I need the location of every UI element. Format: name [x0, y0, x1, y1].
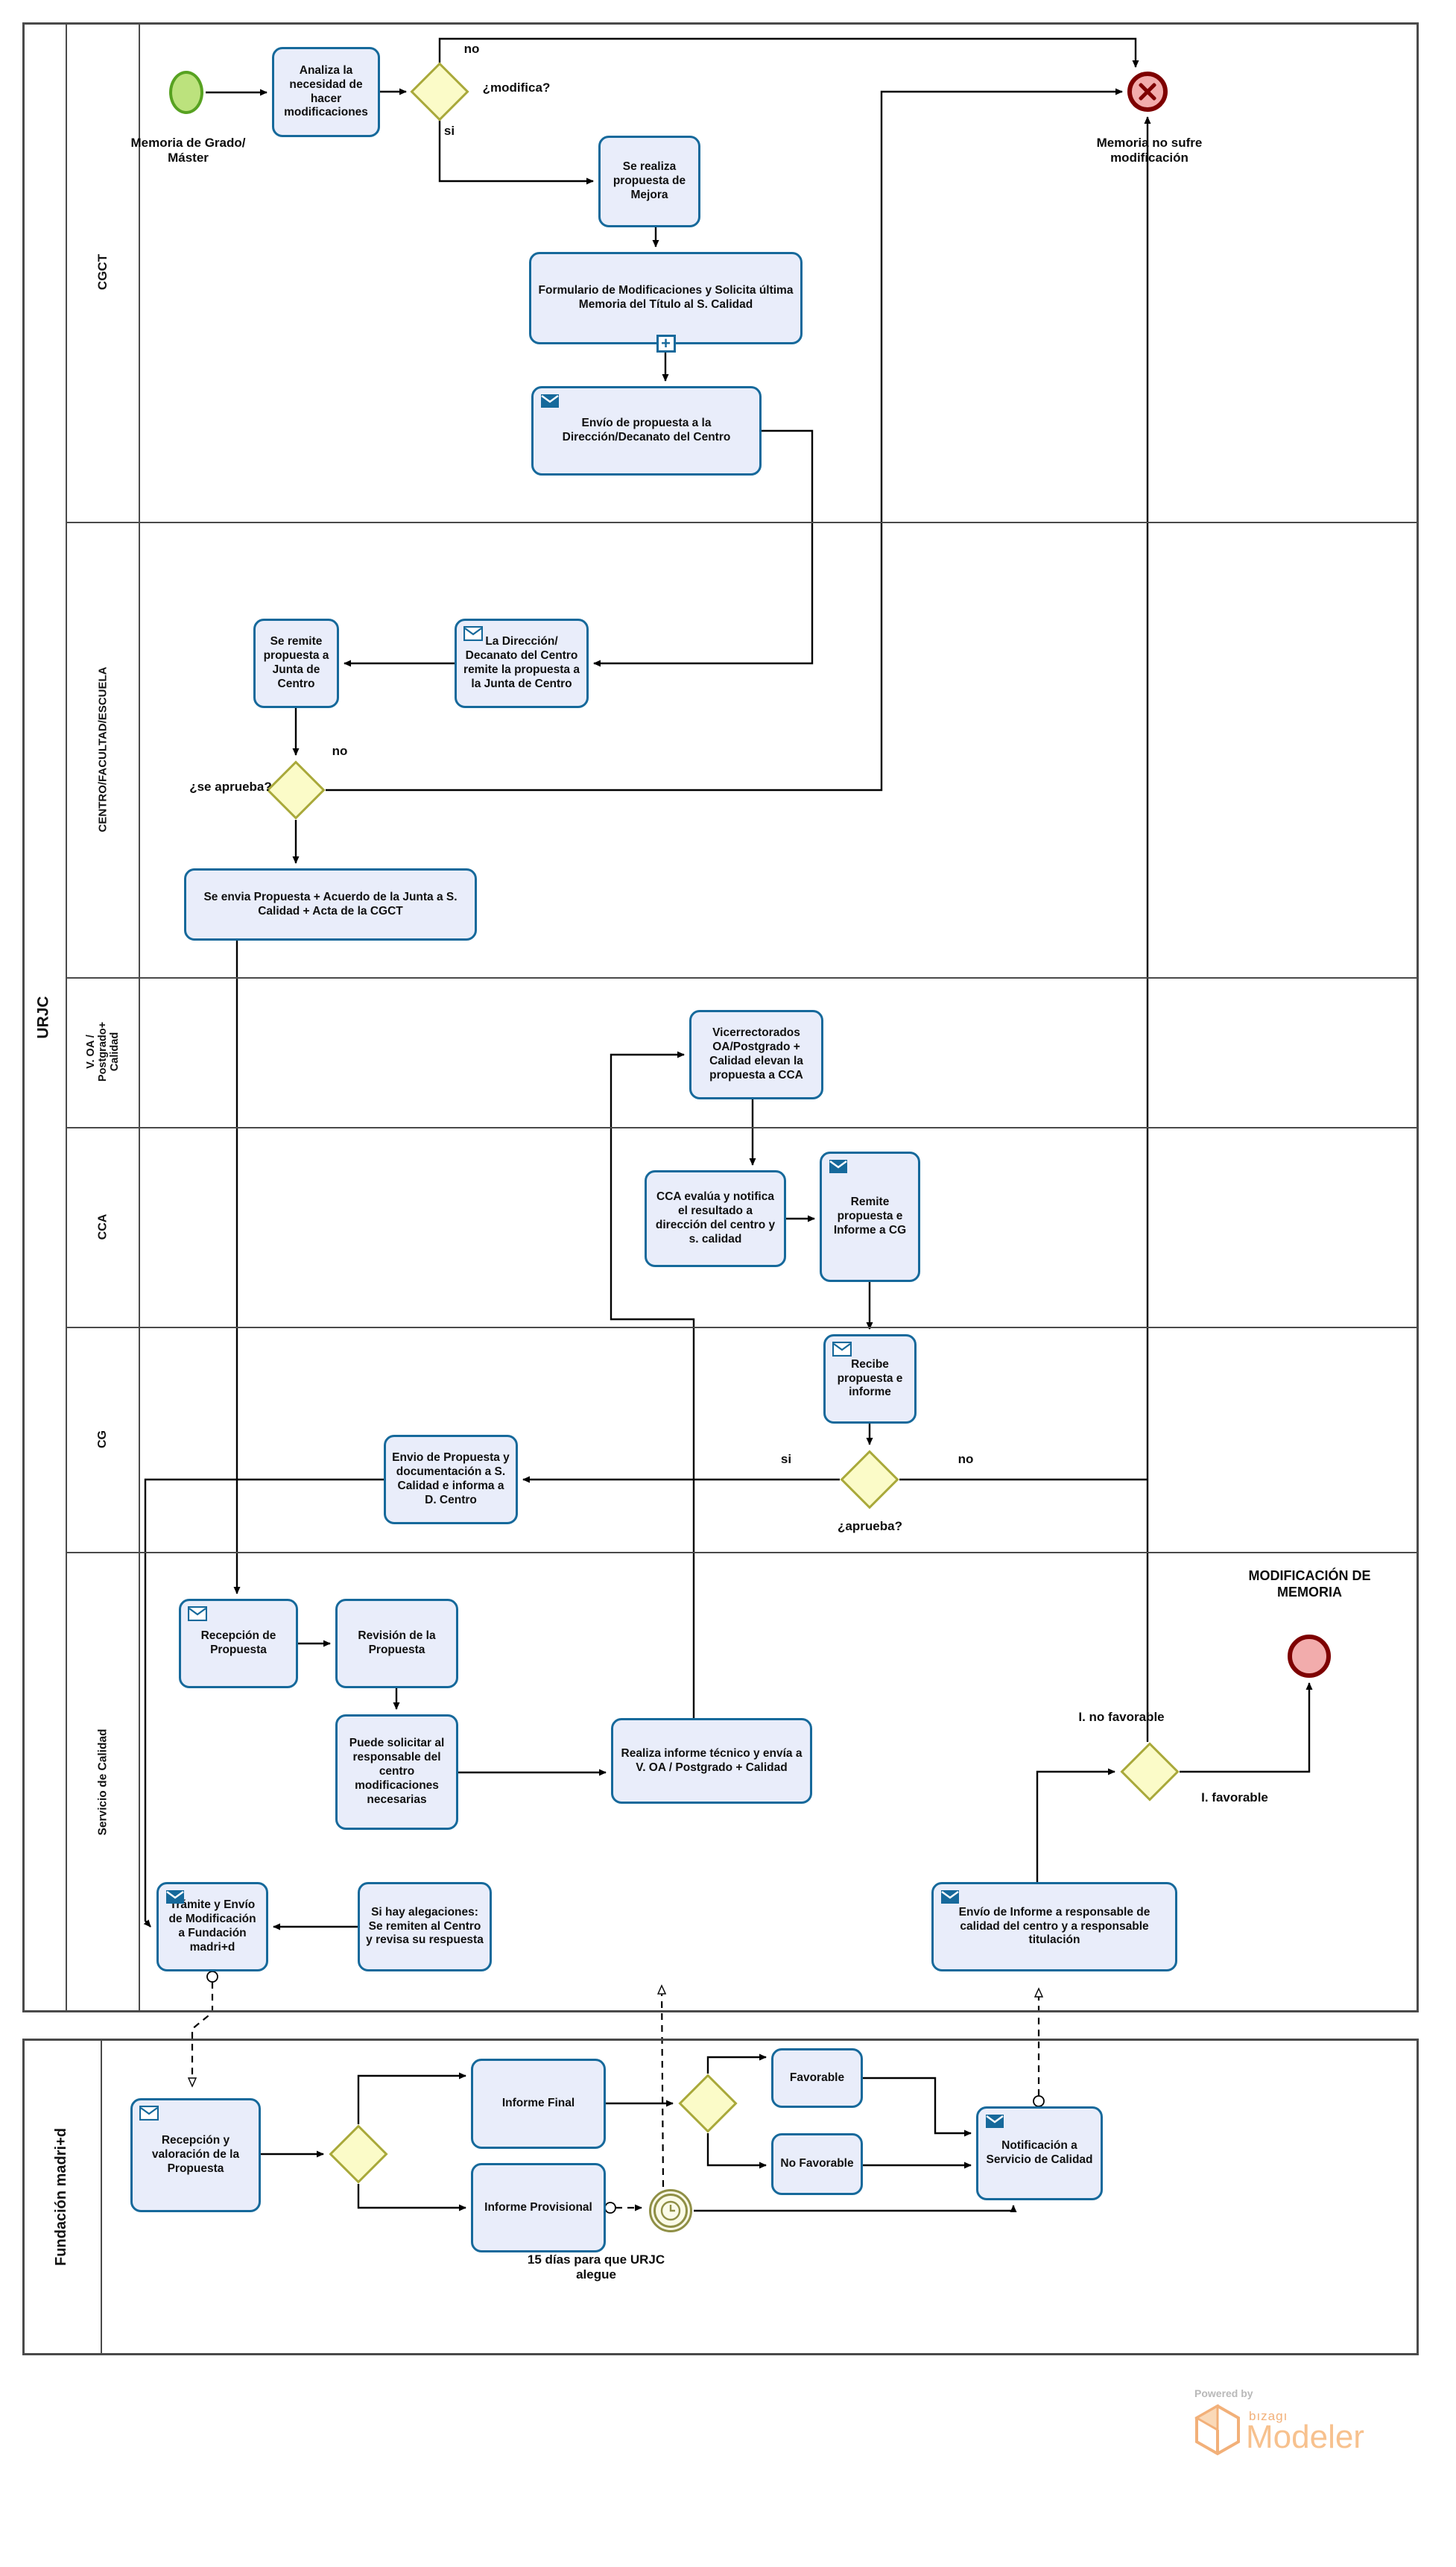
send-message-icon — [166, 1890, 184, 1904]
send-message-icon — [986, 2115, 1004, 2128]
lane-label-divider — [139, 22, 140, 2012]
lane-label-cg: CG — [96, 1430, 109, 1448]
task-tramite[interactable]: Trámite y Envío de Modificación a Fundac… — [156, 1882, 268, 1971]
receive-message-icon — [139, 2106, 159, 2121]
timer-label: 15 días para que URJC alegue — [527, 2252, 665, 2282]
receive-message-icon — [188, 1606, 207, 1621]
task-direccion-remite[interactable]: La Dirección/ Decanato del Centro remite… — [455, 619, 589, 708]
pool-madrid — [22, 2039, 1419, 2355]
task-no-favorable[interactable]: No Favorable — [771, 2133, 863, 2195]
bizagi-brand-text: bızagı — [1249, 2409, 1288, 2423]
lane-label-cca: CCA — [95, 1213, 109, 1240]
task-si-alegaciones[interactable]: Si hay alegaciones: Se remiten al Centro… — [358, 1882, 492, 1971]
task-recibe[interactable]: Recibe propuesta e informe — [823, 1334, 917, 1424]
task-informe-provisional[interactable]: Informe Provisional — [471, 2163, 606, 2252]
edge-label-no: no — [463, 42, 480, 56]
subprocess-plus-icon[interactable]: + — [656, 335, 676, 353]
cancel-end-event-label: Memoria no sufre modificación — [1096, 136, 1203, 165]
pool-label-urjc: URJC — [25, 943, 63, 1092]
edge-label-no-junta: no — [332, 744, 348, 758]
pool-label-madrid: Fundación madri+d — [53, 2127, 70, 2267]
pool-urjc — [22, 22, 1419, 2012]
task-realiza-informe[interactable]: Realiza informe técnico y envía a V. OA … — [611, 1718, 812, 1804]
lane-divider — [66, 977, 1419, 979]
task-vicerrectorados[interactable]: Vicerrectorados OA/Postgrado + Calidad e… — [689, 1010, 823, 1099]
edge-label-no-cg: no — [958, 1452, 974, 1466]
subprocess-formulario[interactable]: Formulario de Modificaciones y Solicita … — [529, 252, 803, 353]
lane-label-cgct: CGCT — [95, 253, 110, 291]
edge-label-inf-favorable: I. favorable — [1201, 1790, 1268, 1805]
lane-divider — [66, 1127, 1419, 1128]
task-se-realiza[interactable]: Se realiza propuesta de Mejora — [598, 136, 700, 227]
lane-label-voa: V. OA / Postgrado+ Calidad — [85, 1021, 121, 1082]
task-envio-informe[interactable]: Envío de Informe a responsable de calida… — [931, 1882, 1177, 1971]
task-se-envia[interactable]: Se envia Propuesta + Acuerdo de la Junta… — [184, 868, 477, 941]
task-se-remite[interactable]: Se remite propuesta a Junta de Centro — [253, 619, 339, 708]
send-message-icon — [541, 394, 559, 408]
start-event-label: Memoria de Grado/ Máster — [130, 136, 246, 165]
edge-label-si-cg: si — [780, 1452, 792, 1466]
task-analiza[interactable]: Analiza la necesidad de hacer modificaci… — [272, 47, 380, 137]
task-cca-evalua[interactable]: CCA evalúa y notifica el resultado a dir… — [645, 1170, 786, 1267]
task-envio-propuesta[interactable]: Envío de propuesta a la Dirección/Decana… — [531, 386, 762, 476]
edge-label-se-aprueba: ¿se aprueba? — [189, 780, 272, 794]
pool-label-urjc-text: URJC — [35, 996, 52, 1039]
task-remite-cg[interactable]: Remite propuesta e Informe a CG — [820, 1152, 920, 1282]
receive-message-icon — [832, 1342, 852, 1357]
modeler-product-text: Modeler — [1246, 2419, 1364, 2455]
bizagi-logo-icon — [1194, 2404, 1240, 2456]
lane-label-servicio: Servicio de Calidad — [96, 1728, 109, 1836]
lane-divider — [66, 522, 1419, 523]
edge-label-modifica: ¿modifica? — [482, 80, 551, 95]
lane-divider — [66, 1552, 1419, 1553]
start-event[interactable] — [169, 71, 203, 114]
task-informe-final[interactable]: Informe Final — [471, 2059, 606, 2149]
end-event-modificacion[interactable] — [1288, 1635, 1331, 1678]
pool-urjc-label-divider — [66, 22, 67, 2012]
edge-label-aprueba: ¿aprueba? — [838, 1519, 902, 1533]
task-favorable[interactable]: Favorable — [771, 2048, 863, 2108]
end-event-modificacion-label: MODIFICACIÓN DE MEMORIA — [1248, 1568, 1371, 1600]
task-envio-doc[interactable]: Envio de Propuesta y documentación a S. … — [384, 1435, 518, 1524]
receive-message-icon — [463, 626, 483, 641]
task-revision[interactable]: Revisión de la Propuesta — [335, 1599, 458, 1688]
powered-by-text: Powered by — [1194, 2387, 1253, 2399]
task-puede-solicitar[interactable]: Puede solicitar al responsable del centr… — [335, 1714, 458, 1830]
task-recepcion-valoracion[interactable]: Recepción y valoración de la Propuesta — [130, 2098, 261, 2212]
clock-icon — [660, 2200, 681, 2221]
send-message-icon — [829, 1160, 847, 1173]
lane-divider — [66, 1327, 1419, 1328]
send-message-icon — [941, 1890, 959, 1904]
task-notificacion[interactable]: Notificación a Servicio de Calidad — [976, 2106, 1103, 2200]
lane-label-centro: CENTRO/FACULTAD/ESCUELA — [96, 666, 110, 832]
pool-madrid-label-divider — [101, 2039, 102, 2355]
edge-label-si: si — [443, 124, 455, 138]
edge-label-inf-no-favorable: I. no favorable — [1078, 1710, 1165, 1724]
cancel-end-event[interactable] — [1127, 72, 1168, 112]
timer-event[interactable] — [649, 2189, 692, 2232]
task-recepcion[interactable]: Recepción de Propuesta — [179, 1599, 298, 1688]
